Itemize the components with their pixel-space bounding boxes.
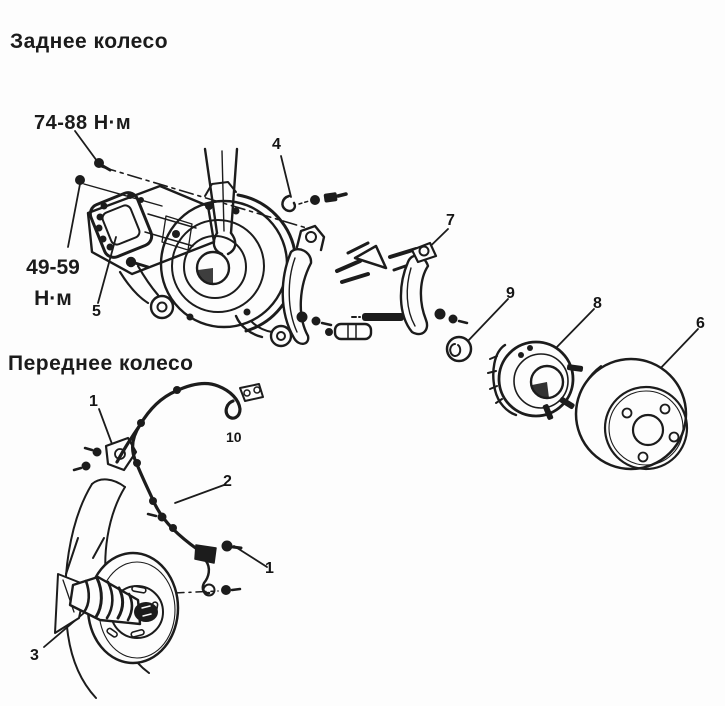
torque-49-59-line1: 49-59 — [26, 256, 80, 279]
backing-plate — [159, 181, 298, 348]
parking-brake-actuator — [88, 191, 154, 259]
rear-wheel-title: Заднее колесо — [10, 30, 169, 53]
torque-49-59-line2: Н·м — [34, 287, 72, 310]
front-wheel-diagram — [43, 381, 268, 699]
mount-bolt-icons — [75, 158, 163, 207]
callout-1-upper: 1 — [89, 393, 98, 410]
driveshaft-boot — [54, 573, 158, 634]
axis-centerline — [101, 166, 311, 230]
hub-assembly — [487, 340, 584, 420]
abs-sensor-harness — [115, 381, 264, 551]
callout-3: 3 — [30, 647, 39, 664]
trailing-arm — [86, 184, 216, 320]
brake-shoe-right — [399, 241, 469, 336]
brake-shoe-left — [281, 224, 333, 345]
brake-drum — [574, 357, 689, 471]
callout-10: 10 — [226, 429, 242, 445]
callout-8: 8 — [593, 295, 602, 312]
callout-9: 9 — [506, 285, 515, 302]
rear-wheel-diagram — [67, 130, 699, 471]
callout-5: 5 — [92, 303, 101, 320]
torque-label-49-59: 49-59 Н·м — [12, 252, 94, 314]
callout-2: 2 — [223, 473, 232, 490]
callout-7: 7 — [446, 212, 455, 229]
hook-clip — [281, 192, 348, 213]
front-wheel-title: Переднее колесо — [8, 352, 194, 375]
sensor-bracket-lower — [194, 540, 243, 597]
callout-1-lower: 1 — [265, 560, 274, 577]
callout-6: 6 — [696, 315, 705, 332]
shoe-adjuster — [325, 313, 404, 341]
torque-label-74-88: 74-88 Н·м — [34, 112, 132, 134]
retainer-washer — [445, 335, 473, 363]
callout-4: 4 — [272, 136, 281, 153]
